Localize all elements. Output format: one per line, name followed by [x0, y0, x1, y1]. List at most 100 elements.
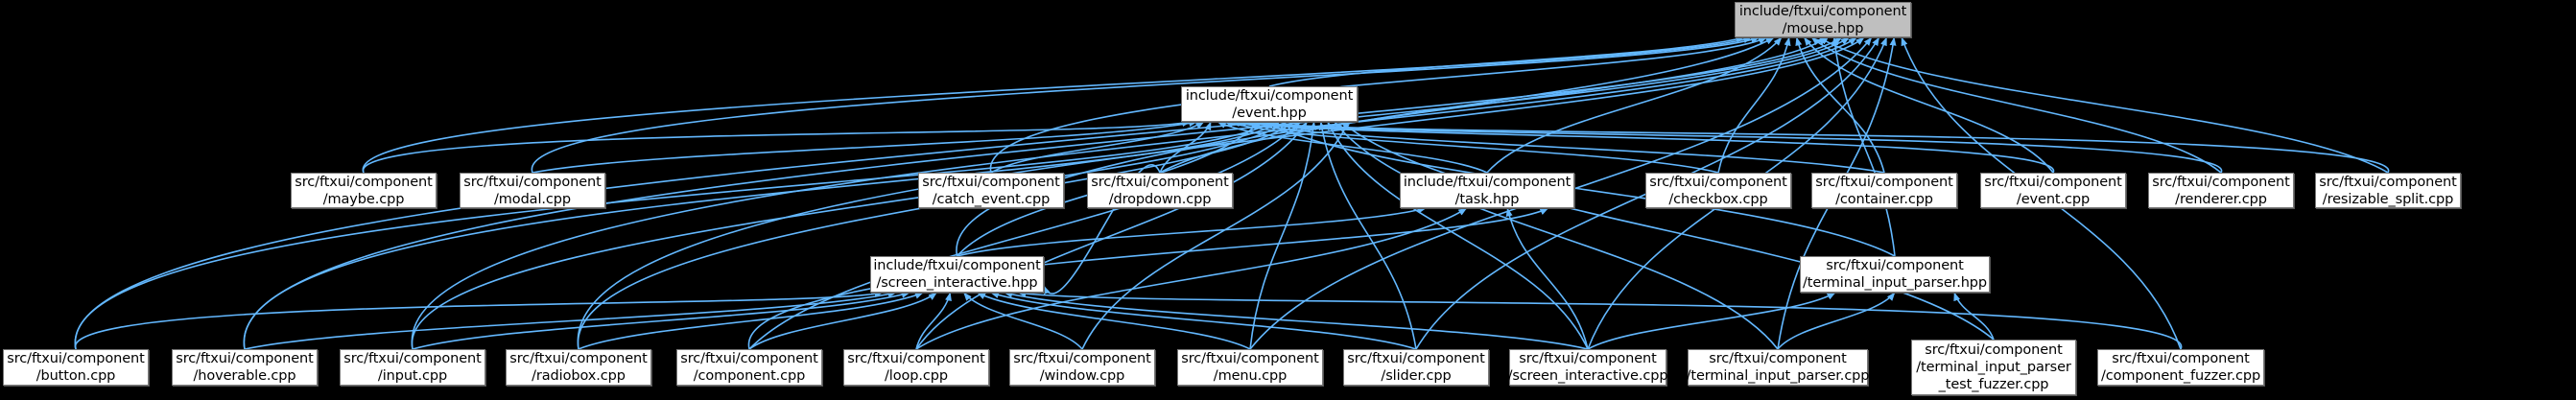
node-label-line1: src/ftxui/component: [1709, 351, 1847, 366]
graph-edge-hoverable-cpp-to-event-hpp: [244, 121, 1281, 350]
node-label-line2: /maybe.cpp: [322, 191, 405, 207]
node-label-line1: src/ftxui/component: [463, 174, 602, 190]
node-label-line2: /event.hpp: [1232, 105, 1307, 121]
graph-edge-task-hpp-to-event-hpp: [1217, 121, 1488, 174]
graph-node-slider-cpp[interactable]: src/ftxui/component/slider.cpp: [1343, 349, 1489, 386]
node-label-line2: /loop.cpp: [885, 368, 948, 384]
graph-edge-button-cpp-to-mouse-hpp: [75, 36, 1842, 350]
node-label-line2: /mouse.hpp: [1782, 20, 1864, 36]
node-label-line1: src/ftxui/component: [2152, 174, 2290, 190]
node-label-line3: _test_fuzzer.cpp: [1938, 377, 2049, 392]
node-label-line2: /checkbox.cpp: [1668, 191, 1768, 207]
node-label-line1: src/ftxui/component: [1519, 351, 1657, 366]
graph-node-menu-cpp[interactable]: src/ftxui/component/menu.cpp: [1177, 349, 1323, 386]
graph-edge-screen-interactive-cpp-to-terminal-input-parser-hpp: [1587, 292, 1836, 350]
node-label-line1: src/ftxui/component: [1649, 174, 1787, 190]
node-label-line2: /resizable_split.cpp: [2322, 191, 2454, 207]
node-label-line1: src/ftxui/component: [1013, 351, 1151, 366]
node-label-line2: /terminal_input_parser: [1916, 360, 2071, 375]
graph-node-screen-interactive-hpp[interactable]: include/ftxui/component/screen_interacti…: [870, 256, 1044, 293]
graph-edge-resizable-split-cpp-to-event-hpp: [1251, 119, 2389, 174]
graph-node-loop-cpp[interactable]: src/ftxui/component/loop.cpp: [843, 349, 989, 386]
graph-node-hoverable-cpp[interactable]: src/ftxui/component/hoverable.cpp: [172, 349, 318, 386]
node-label-line1: src/ftxui/component: [1091, 174, 1229, 190]
node-label-line2: /modal.cpp: [494, 191, 571, 207]
graph-edge-screen-interactive-cpp-to-task-hpp: [1505, 207, 1589, 350]
node-label-line2: /window.cpp: [1039, 368, 1125, 384]
graph-node-window-cpp[interactable]: src/ftxui/component/window.cpp: [1009, 349, 1155, 386]
node-label-line1: src/ftxui/component: [2319, 174, 2457, 190]
graph-edge-dropdown-cpp-to-screen-interactive-hpp: [1043, 164, 1161, 295]
graph-edge-component-fuzzer-cpp-to-screen-interactive-hpp: [1017, 290, 2182, 350]
graph-edge-slider-cpp-to-screen-interactive-hpp: [990, 292, 1417, 350]
node-label-line1: include/ftxui/component: [1185, 87, 1354, 104]
node-label-line2: /slider.cpp: [1381, 368, 1452, 384]
node-label-line1: src/ftxui/component: [509, 351, 648, 366]
graph-edge-component-cpp-to-event-hpp: [748, 121, 1301, 350]
node-label-line1: include/ftxui/component: [1403, 174, 1572, 190]
node-label-line2: /component_fuzzer.cpp: [2100, 368, 2261, 384]
node-label-line2: /terminal_input_parser.hpp: [1802, 275, 1988, 291]
graph-node-catch-event-cpp[interactable]: src/ftxui/component/catch_event.cpp: [918, 173, 1064, 208]
graph-edge-terminal-input-parser-cpp-to-event-hpp: [1334, 121, 1779, 350]
graph-node-terminal-input-parser-hpp[interactable]: src/ftxui/component/terminal_input_parse…: [1800, 256, 1990, 293]
graph-edge-renderer-cpp-to-mouse-hpp: [1810, 36, 2222, 174]
node-label-line2: /hoverable.cpp: [193, 368, 296, 384]
node-label-line1: src/ftxui/component: [1826, 258, 1964, 273]
graph-edge-task-hpp-to-mouse-hpp: [1486, 36, 1783, 174]
node-label-line2: /screen_interactive.cpp: [1507, 368, 1668, 384]
graph-node-terminal-input-parser-cpp[interactable]: src/ftxui/component/terminal_input_parse…: [1687, 349, 1870, 386]
graph-edge-container-cpp-to-event-hpp: [1231, 120, 1885, 174]
graph-node-input-cpp[interactable]: src/ftxui/component/input.cpp: [340, 349, 485, 386]
graph-node-event-hpp[interactable]: include/ftxui/component/event.hpp: [1181, 86, 1358, 122]
graph-node-modal-cpp[interactable]: src/ftxui/component/modal.cpp: [460, 173, 605, 208]
graph-edge-container-cpp-to-mouse-hpp: [1795, 36, 1885, 174]
graph-node-resizable-split-cpp[interactable]: src/ftxui/component/resizable_split.cpp: [2315, 173, 2461, 208]
graph-node-task-hpp[interactable]: include/ftxui/component/task.hpp: [1400, 173, 1574, 208]
node-label-line2: /radiobox.cpp: [532, 368, 626, 384]
graph-node-mouse-hpp[interactable]: include/ftxui/component/mouse.hpp: [1735, 2, 1911, 37]
graph-edge-screen-interactive-cpp-to-screen-interactive-hpp: [1004, 291, 1589, 350]
graph-edge-screen-interactive-cpp-to-event-hpp: [1327, 121, 1589, 350]
node-label-line2: /button.cpp: [35, 368, 116, 384]
graph-edge-menu-cpp-to-event-hpp: [1249, 121, 1317, 350]
graph-edge-catch-event-cpp-to-event-hpp: [990, 121, 1205, 174]
graph-edge-loop-cpp-to-screen-interactive-hpp: [915, 292, 952, 350]
graph-edge-terminal-input-parser-hpp-to-mouse-hpp: [1832, 36, 1896, 257]
graph-node-radiobox-cpp[interactable]: src/ftxui/component/radiobox.cpp: [506, 349, 651, 386]
node-label-line1: src/ftxui/component: [1347, 351, 1485, 366]
graph-node-container-cpp[interactable]: src/ftxui/component/container.cpp: [1811, 173, 1957, 208]
node-label-line1: src/ftxui/component: [1984, 174, 2122, 190]
graph-node-renderer-cpp[interactable]: src/ftxui/component/renderer.cpp: [2148, 173, 2294, 208]
graph-node-screen-interactive-cpp[interactable]: src/ftxui/component/screen_interactive.c…: [1507, 349, 1668, 386]
graph-node-event-cpp[interactable]: src/ftxui/component/event.cpp: [1980, 173, 2126, 208]
node-label-line1: src/ftxui/component: [343, 351, 482, 366]
graph-node-button-cpp[interactable]: src/ftxui/component/button.cpp: [3, 349, 149, 386]
node-label-line1: src/ftxui/component: [1181, 351, 1319, 366]
graph-node-tip-test-fuzzer-cpp[interactable]: src/ftxui/component/terminal_input_parse…: [1911, 340, 2076, 395]
graph-edge-component-cpp-to-screen-interactive-hpp: [748, 292, 937, 350]
graph-edge-maybe-cpp-to-event-hpp: [363, 120, 1192, 174]
node-label-line2: /menu.cpp: [1213, 368, 1288, 384]
graph-edge-loop-cpp-to-event-hpp: [915, 121, 1309, 350]
graph-node-maybe-cpp[interactable]: src/ftxui/component/maybe.cpp: [291, 173, 437, 208]
graph-edge-modal-cpp-to-event-hpp: [532, 120, 1198, 174]
node-label-line1: src/ftxui/component: [1815, 174, 1953, 190]
node-label-line1: src/ftxui/component: [922, 174, 1060, 190]
graph-node-component-fuzzer-cpp[interactable]: src/ftxui/component/component_fuzzer.cpp: [2097, 349, 2264, 386]
graph-edge-component-cpp-to-task-hpp: [748, 207, 1549, 350]
graph-edge-tip-test-fuzzer-cpp-to-event-hpp: [1340, 121, 1995, 341]
graph-edge-input-cpp-to-screen-interactive-hpp: [412, 291, 910, 350]
graph-edge-checkbox-cpp-to-event-hpp: [1223, 120, 1719, 174]
graph-node-dropdown-cpp[interactable]: src/ftxui/component/dropdown.cpp: [1087, 173, 1233, 208]
graph-node-checkbox-cpp[interactable]: src/ftxui/component/checkbox.cpp: [1645, 173, 1791, 208]
graph-node-component-cpp[interactable]: src/ftxui/component/component.cpp: [676, 349, 822, 386]
graph-edge-terminal-input-parser-cpp-to-terminal-input-parser-hpp: [1777, 292, 1896, 350]
graph-edge-input-cpp-to-event-hpp: [412, 121, 1288, 350]
node-label-line1: src/ftxui/component: [176, 351, 314, 366]
node-label-line2: /screen_interactive.hpp: [876, 275, 1038, 291]
graph-edge-hoverable-cpp-to-mouse-hpp: [243, 36, 1850, 350]
node-label-line1: src/ftxui/component: [680, 351, 818, 366]
graph-edge-event-hpp-to-mouse-hpp: [1268, 35, 1745, 87]
graph-edge-maybe-cpp-to-mouse-hpp: [363, 36, 1753, 174]
